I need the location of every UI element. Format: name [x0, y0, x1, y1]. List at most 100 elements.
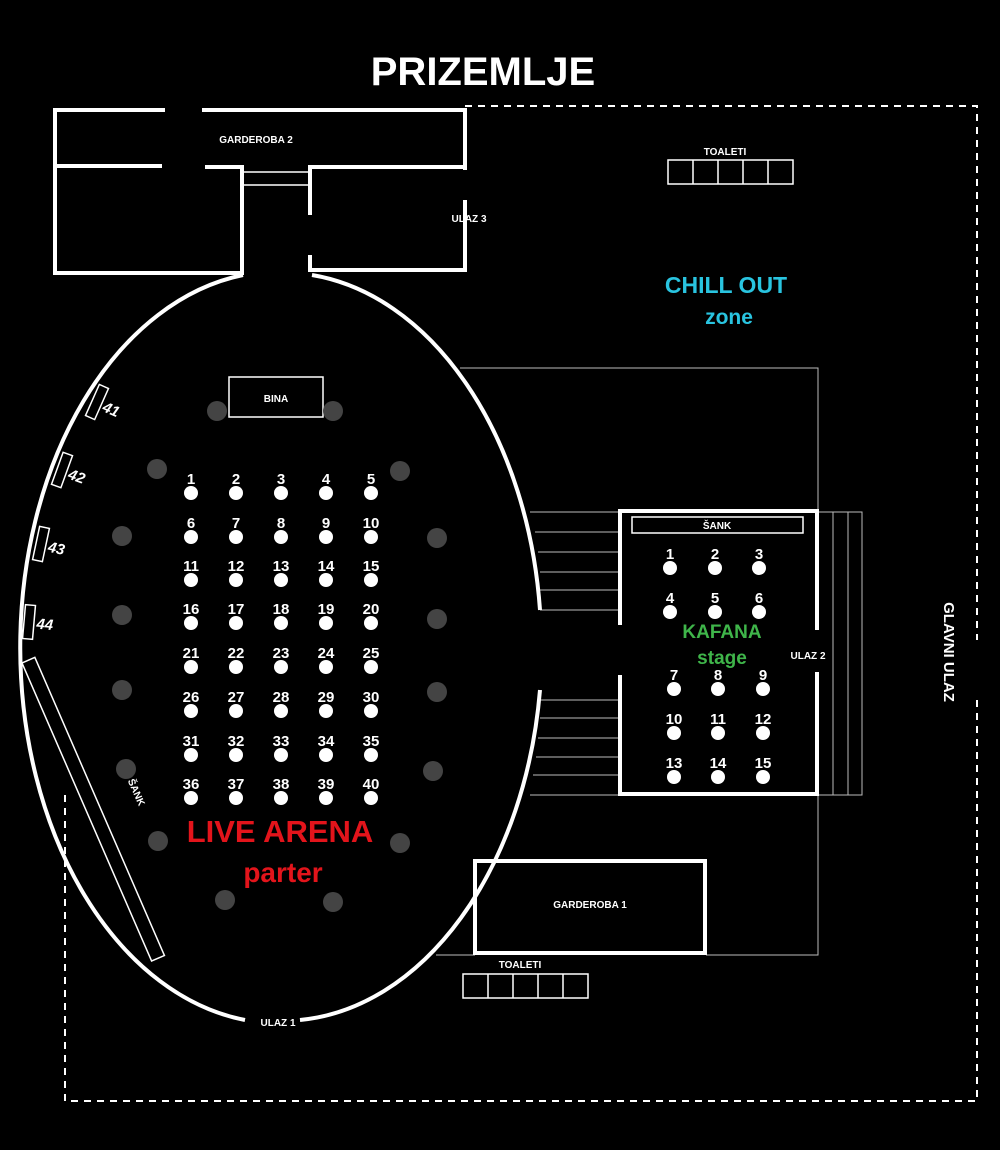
table[interactable]: 5: [708, 590, 722, 619]
table[interactable]: 39: [318, 776, 335, 805]
table[interactable]: 10: [666, 711, 683, 740]
table[interactable]: 8: [711, 667, 725, 696]
table[interactable]: 12: [755, 711, 772, 740]
table-dot-icon: [229, 573, 243, 587]
table[interactable]: 2: [229, 471, 243, 500]
table[interactable]: 3: [752, 546, 766, 575]
table[interactable]: 9: [319, 515, 333, 544]
table[interactable]: 4: [663, 590, 677, 619]
table[interactable]: 23: [273, 645, 290, 674]
table[interactable]: 10: [363, 515, 380, 544]
table[interactable]: 33: [273, 733, 290, 762]
side-seat[interactable]: 41: [84, 383, 127, 427]
table-number: 38: [273, 776, 290, 793]
table[interactable]: 12: [228, 558, 245, 587]
table-number: 40: [363, 776, 380, 793]
garderoba-2-block: GARDEROBA 2 ULAZ 3: [53, 108, 487, 275]
table[interactable]: 17: [228, 601, 245, 630]
table[interactable]: 40: [363, 776, 380, 805]
table[interactable]: 20: [363, 601, 380, 630]
table[interactable]: 5: [364, 471, 378, 500]
table[interactable]: 21: [183, 645, 200, 674]
table[interactable]: 28: [273, 689, 290, 718]
garderoba-1-label: GARDEROBA 1: [553, 900, 627, 911]
table[interactable]: 24: [318, 645, 335, 674]
table[interactable]: 18: [273, 601, 290, 630]
table-number: 20: [363, 601, 380, 618]
side-seat[interactable]: 43: [31, 525, 69, 565]
table-number: 15: [363, 558, 380, 575]
table-number: 8: [714, 667, 722, 684]
table[interactable]: 27: [228, 689, 245, 718]
table[interactable]: 7: [229, 515, 243, 544]
table-number: 21: [183, 645, 200, 662]
table[interactable]: 32: [228, 733, 245, 762]
table-dot-icon: [364, 530, 378, 544]
table[interactable]: 16: [183, 601, 200, 630]
table[interactable]: 31: [183, 733, 200, 762]
table[interactable]: 25: [363, 645, 380, 674]
side-seat[interactable]: 44: [21, 603, 56, 641]
table-number: 9: [759, 667, 767, 684]
table-dot-icon: [364, 748, 378, 762]
table-dot-icon: [667, 726, 681, 740]
garderoba-2-label: GARDEROBA 2: [219, 135, 293, 146]
table[interactable]: 8: [274, 515, 288, 544]
table[interactable]: 6: [184, 515, 198, 544]
side-seat-number: 44: [35, 616, 55, 635]
pillar-icon: [427, 609, 447, 629]
pillar-icon: [390, 833, 410, 853]
toaleti-top: TOALETI: [667, 147, 794, 185]
table[interactable]: 15: [363, 558, 380, 587]
table[interactable]: 13: [273, 558, 290, 587]
table[interactable]: 30: [363, 689, 380, 718]
table-number: 7: [670, 667, 678, 684]
table[interactable]: 37: [228, 776, 245, 805]
table[interactable]: 6: [752, 590, 766, 619]
table[interactable]: 34: [318, 733, 335, 762]
table-dot-icon: [711, 770, 725, 784]
table[interactable]: 14: [710, 755, 727, 784]
ulaz-2-label[interactable]: ULAZ 2: [791, 651, 826, 662]
table[interactable]: 15: [755, 755, 772, 784]
table-dot-icon: [364, 660, 378, 674]
kafana-sub: stage: [697, 648, 747, 669]
table[interactable]: 14: [318, 558, 335, 587]
table-dot-icon: [319, 704, 333, 718]
ulaz-3-label[interactable]: ULAZ 3: [452, 214, 487, 225]
table[interactable]: 3: [274, 471, 288, 500]
table-number: 16: [183, 601, 200, 618]
table-dot-icon: [711, 726, 725, 740]
table-number: 25: [363, 645, 380, 662]
table-number: 18: [273, 601, 290, 618]
table[interactable]: 19: [318, 601, 335, 630]
table[interactable]: 4: [319, 471, 333, 500]
table[interactable]: 38: [273, 776, 290, 805]
table[interactable]: 26: [183, 689, 200, 718]
table-number: 19: [318, 601, 335, 618]
table-dot-icon: [229, 791, 243, 805]
table[interactable]: 7: [667, 667, 681, 696]
table[interactable]: 9: [756, 667, 770, 696]
glavni-ulaz-label[interactable]: GLAVNI ULAZ: [940, 602, 957, 702]
table[interactable]: 36: [183, 776, 200, 805]
side-seat[interactable]: 42: [50, 451, 91, 494]
table[interactable]: 11: [183, 558, 199, 587]
table-number: 6: [755, 590, 763, 607]
table[interactable]: 11: [710, 711, 726, 740]
table[interactable]: 13: [666, 755, 683, 784]
table[interactable]: 2: [708, 546, 722, 575]
table[interactable]: 22: [228, 645, 245, 674]
pillar-icon: [323, 892, 343, 912]
table-dot-icon: [184, 486, 198, 500]
table[interactable]: 1: [184, 471, 198, 500]
table[interactable]: 35: [363, 733, 380, 762]
table[interactable]: 29: [318, 689, 335, 718]
table-number: 3: [755, 546, 763, 563]
pillar-icon: [423, 761, 443, 781]
ulaz-1-label[interactable]: ULAZ 1: [261, 1018, 296, 1029]
table[interactable]: 1: [663, 546, 677, 575]
table-dot-icon: [364, 573, 378, 587]
